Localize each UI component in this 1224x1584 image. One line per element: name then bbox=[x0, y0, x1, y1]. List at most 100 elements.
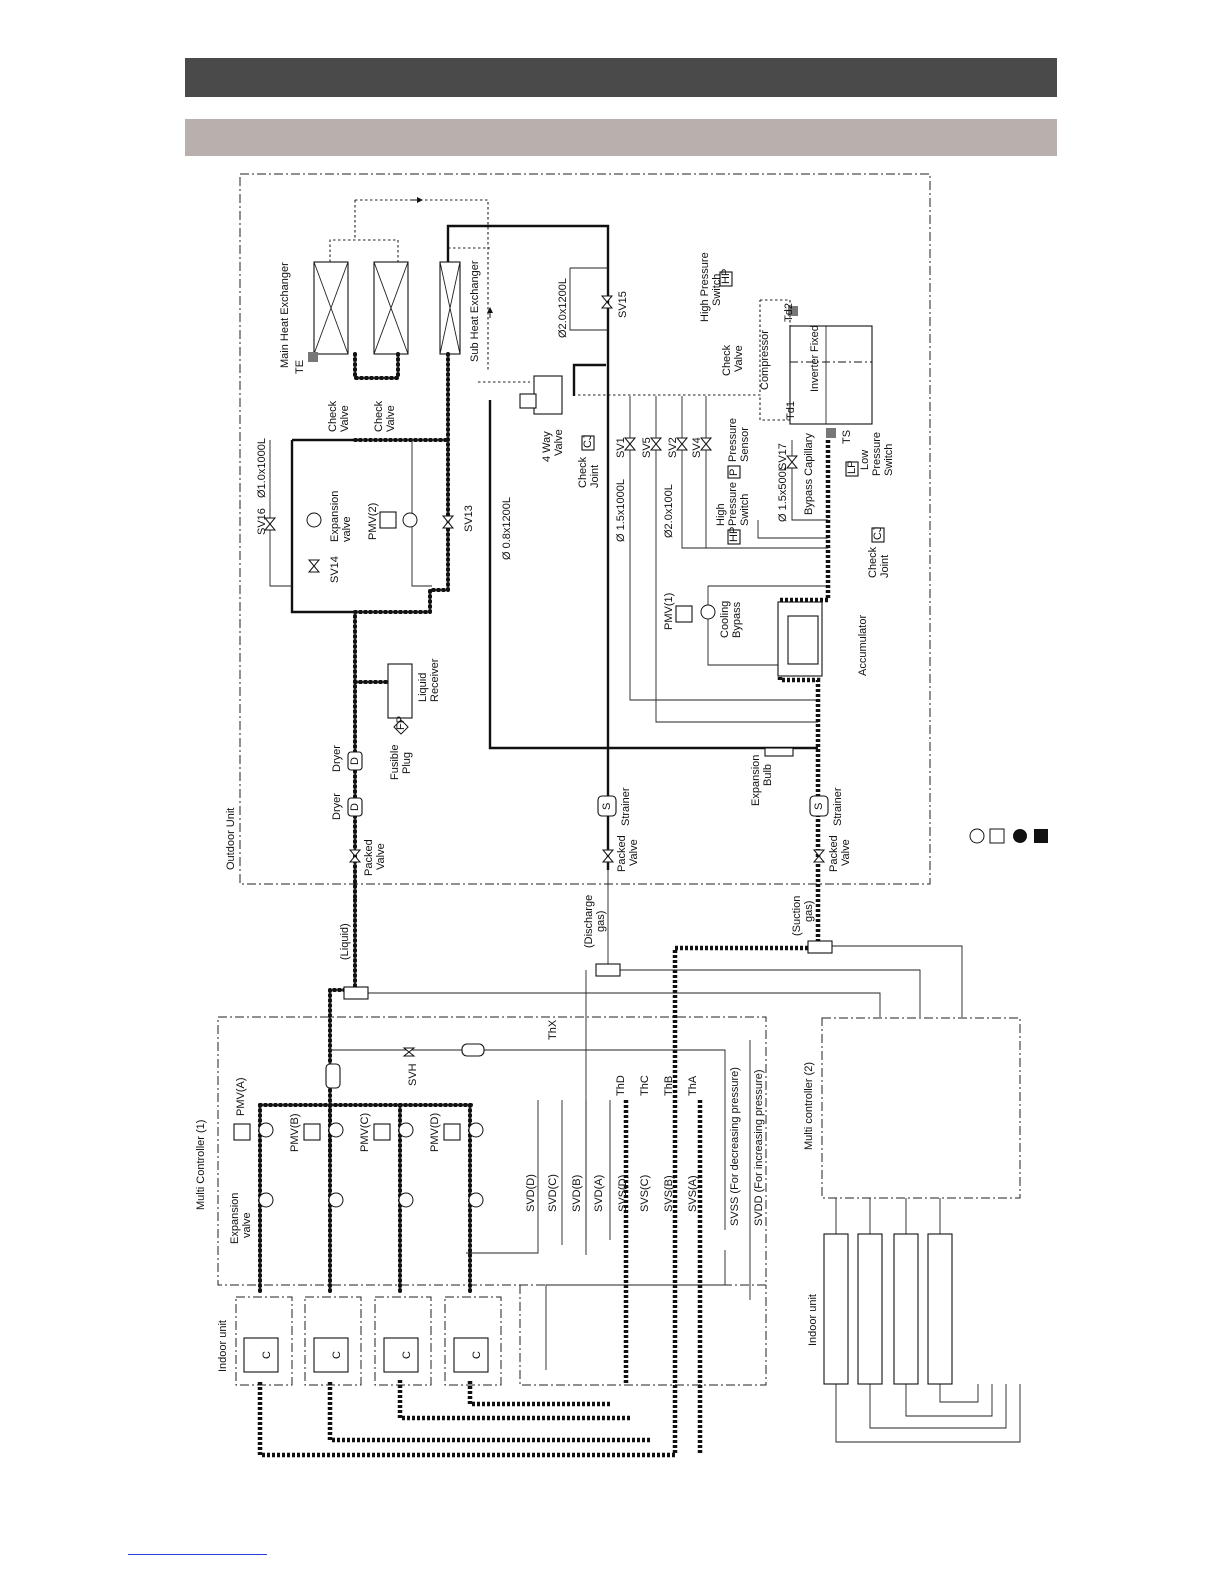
header-bar bbox=[185, 58, 1057, 97]
sv17-label: SV17 bbox=[777, 443, 789, 470]
high-ps-label: Pressure bbox=[727, 482, 739, 526]
svsd-label: SVS(D) bbox=[617, 1175, 629, 1212]
td1-label: Td1 bbox=[785, 401, 797, 420]
tha-label: ThA bbox=[687, 1075, 699, 1096]
check-valve-label: Check bbox=[327, 400, 339, 432]
svdc-label: SVD(C) bbox=[547, 1174, 559, 1212]
dryer-label: Dryer bbox=[331, 793, 343, 820]
capillary-label: Ø 0.8x1200L bbox=[501, 497, 513, 560]
check-valve-label: Check bbox=[721, 344, 733, 376]
line bbox=[290, 440, 355, 614]
td2-sensor bbox=[788, 306, 798, 316]
svdd-inc-label: SVDD (For increasing pressure) bbox=[753, 1070, 765, 1227]
pressure-sensor-label: Pressure bbox=[727, 418, 739, 462]
packed-valve-label: Valve bbox=[840, 839, 852, 866]
svdb-label: SVD(B) bbox=[571, 1175, 583, 1212]
line bbox=[488, 400, 818, 750]
multi-controller-1-frame bbox=[217, 1016, 767, 1286]
expansion-valve-label: Expansion bbox=[329, 491, 341, 542]
strainer-label: Strainer bbox=[620, 787, 632, 826]
expansion-bulb bbox=[764, 747, 794, 757]
main-heat-exchanger bbox=[313, 261, 409, 355]
bypass-capillary-label: Bypass Capillary bbox=[803, 433, 815, 515]
indoor-unit-frame bbox=[235, 1296, 293, 1386]
low-ps-label: Low bbox=[859, 450, 871, 470]
fusible-plug bbox=[393, 719, 409, 735]
capillary-label: Ø1.0x1000L bbox=[256, 438, 268, 498]
sub-heat-exchanger bbox=[439, 261, 461, 355]
d-label: D bbox=[349, 757, 361, 765]
liquid-receiver bbox=[387, 663, 413, 719]
line bbox=[411, 440, 432, 587]
header-box bbox=[807, 940, 833, 954]
outdoor-unit-frame bbox=[239, 173, 931, 885]
high-ps-label: High bbox=[715, 503, 727, 526]
compressor bbox=[789, 325, 873, 425]
four-way-valve bbox=[533, 375, 563, 415]
pmv2-valve bbox=[402, 512, 418, 528]
cooling-bypass-label: Cooling bbox=[719, 601, 731, 638]
footer-link-underline bbox=[128, 1554, 267, 1555]
sv5-label: SV5 bbox=[641, 437, 653, 458]
check-valve-label: Valve bbox=[339, 405, 351, 432]
svd-line bbox=[466, 1100, 539, 1254]
strainer-suction bbox=[809, 795, 829, 817]
pmvb-label: PMV(B) bbox=[289, 1114, 301, 1153]
svh-strainer bbox=[461, 1043, 485, 1057]
strainer-discharge bbox=[597, 795, 617, 817]
suction-gas-label: gas) bbox=[803, 901, 815, 922]
header-box bbox=[343, 986, 369, 1000]
sv14-label: SV14 bbox=[329, 556, 341, 583]
gas-line bbox=[355, 199, 489, 370]
hp-label: HP bbox=[720, 269, 732, 284]
coil-label: C bbox=[471, 1351, 483, 1359]
capillary-label: Ø2.0x1200L bbox=[557, 278, 569, 338]
indoor-unit-label: Indoor unit bbox=[807, 1294, 819, 1346]
thc-label: ThC bbox=[639, 1075, 651, 1096]
inverter-label: Inverter bbox=[809, 354, 821, 392]
suction-return-line bbox=[257, 945, 818, 1458]
multi-controller-2-frame bbox=[821, 1017, 1021, 1199]
pmv2-label: PMV(2) bbox=[367, 503, 379, 540]
low-ps-label: Pressure bbox=[871, 432, 883, 476]
suction-return-line bbox=[327, 1380, 650, 1443]
svh-label: SVH bbox=[407, 1063, 419, 1086]
cj-label: CJ bbox=[582, 435, 594, 448]
expansion-valve-label: valve bbox=[341, 516, 353, 542]
indoor-coils bbox=[243, 1337, 489, 1373]
line bbox=[572, 363, 606, 396]
sv13-label: SV13 bbox=[463, 505, 475, 532]
d-label: D bbox=[349, 803, 361, 811]
multi-controller-1-lower-frame bbox=[519, 1285, 767, 1386]
wiring bbox=[358, 992, 881, 1017]
lp-label: LP bbox=[846, 461, 858, 474]
pressure-sensor-label: Sensor bbox=[739, 427, 751, 462]
thb-label: ThB bbox=[663, 1076, 675, 1096]
liquid-receiver-label: Liquid bbox=[417, 673, 429, 702]
gas-line bbox=[578, 300, 761, 396]
check-joint-label: Joint bbox=[589, 465, 601, 488]
capillary-label: Ø2.0x100L bbox=[663, 484, 675, 538]
wiring bbox=[608, 969, 921, 1017]
check-joint-label: Check bbox=[577, 456, 589, 488]
te-label: TE bbox=[294, 360, 306, 374]
suction-gas-label: (Suction bbox=[791, 896, 803, 936]
capillary-label: Ø 1.5x1000L bbox=[615, 479, 627, 542]
multi-controller-1-label: Multi Controller (1) bbox=[195, 1120, 207, 1210]
svss-label: SVSS (For decreasing pressure) bbox=[729, 1067, 741, 1226]
pmvc-label: PMV(C) bbox=[359, 1113, 371, 1152]
suction-return-line bbox=[397, 1380, 630, 1421]
expansion-bulb-label: Bulb bbox=[762, 764, 774, 786]
liquid-receiver-label: Receiver bbox=[429, 658, 441, 702]
coil-label: C bbox=[331, 1351, 343, 1359]
lp-box bbox=[845, 461, 859, 477]
dryer bbox=[347, 797, 363, 817]
thd-label: ThD bbox=[615, 1075, 627, 1096]
hp-box bbox=[727, 529, 741, 545]
hex-top-gas-line bbox=[329, 239, 399, 262]
fixed-label: Fixed bbox=[809, 325, 821, 352]
solenoid-valves bbox=[263, 295, 799, 1057]
s-label: S bbox=[601, 803, 613, 810]
cj-box bbox=[581, 435, 595, 451]
